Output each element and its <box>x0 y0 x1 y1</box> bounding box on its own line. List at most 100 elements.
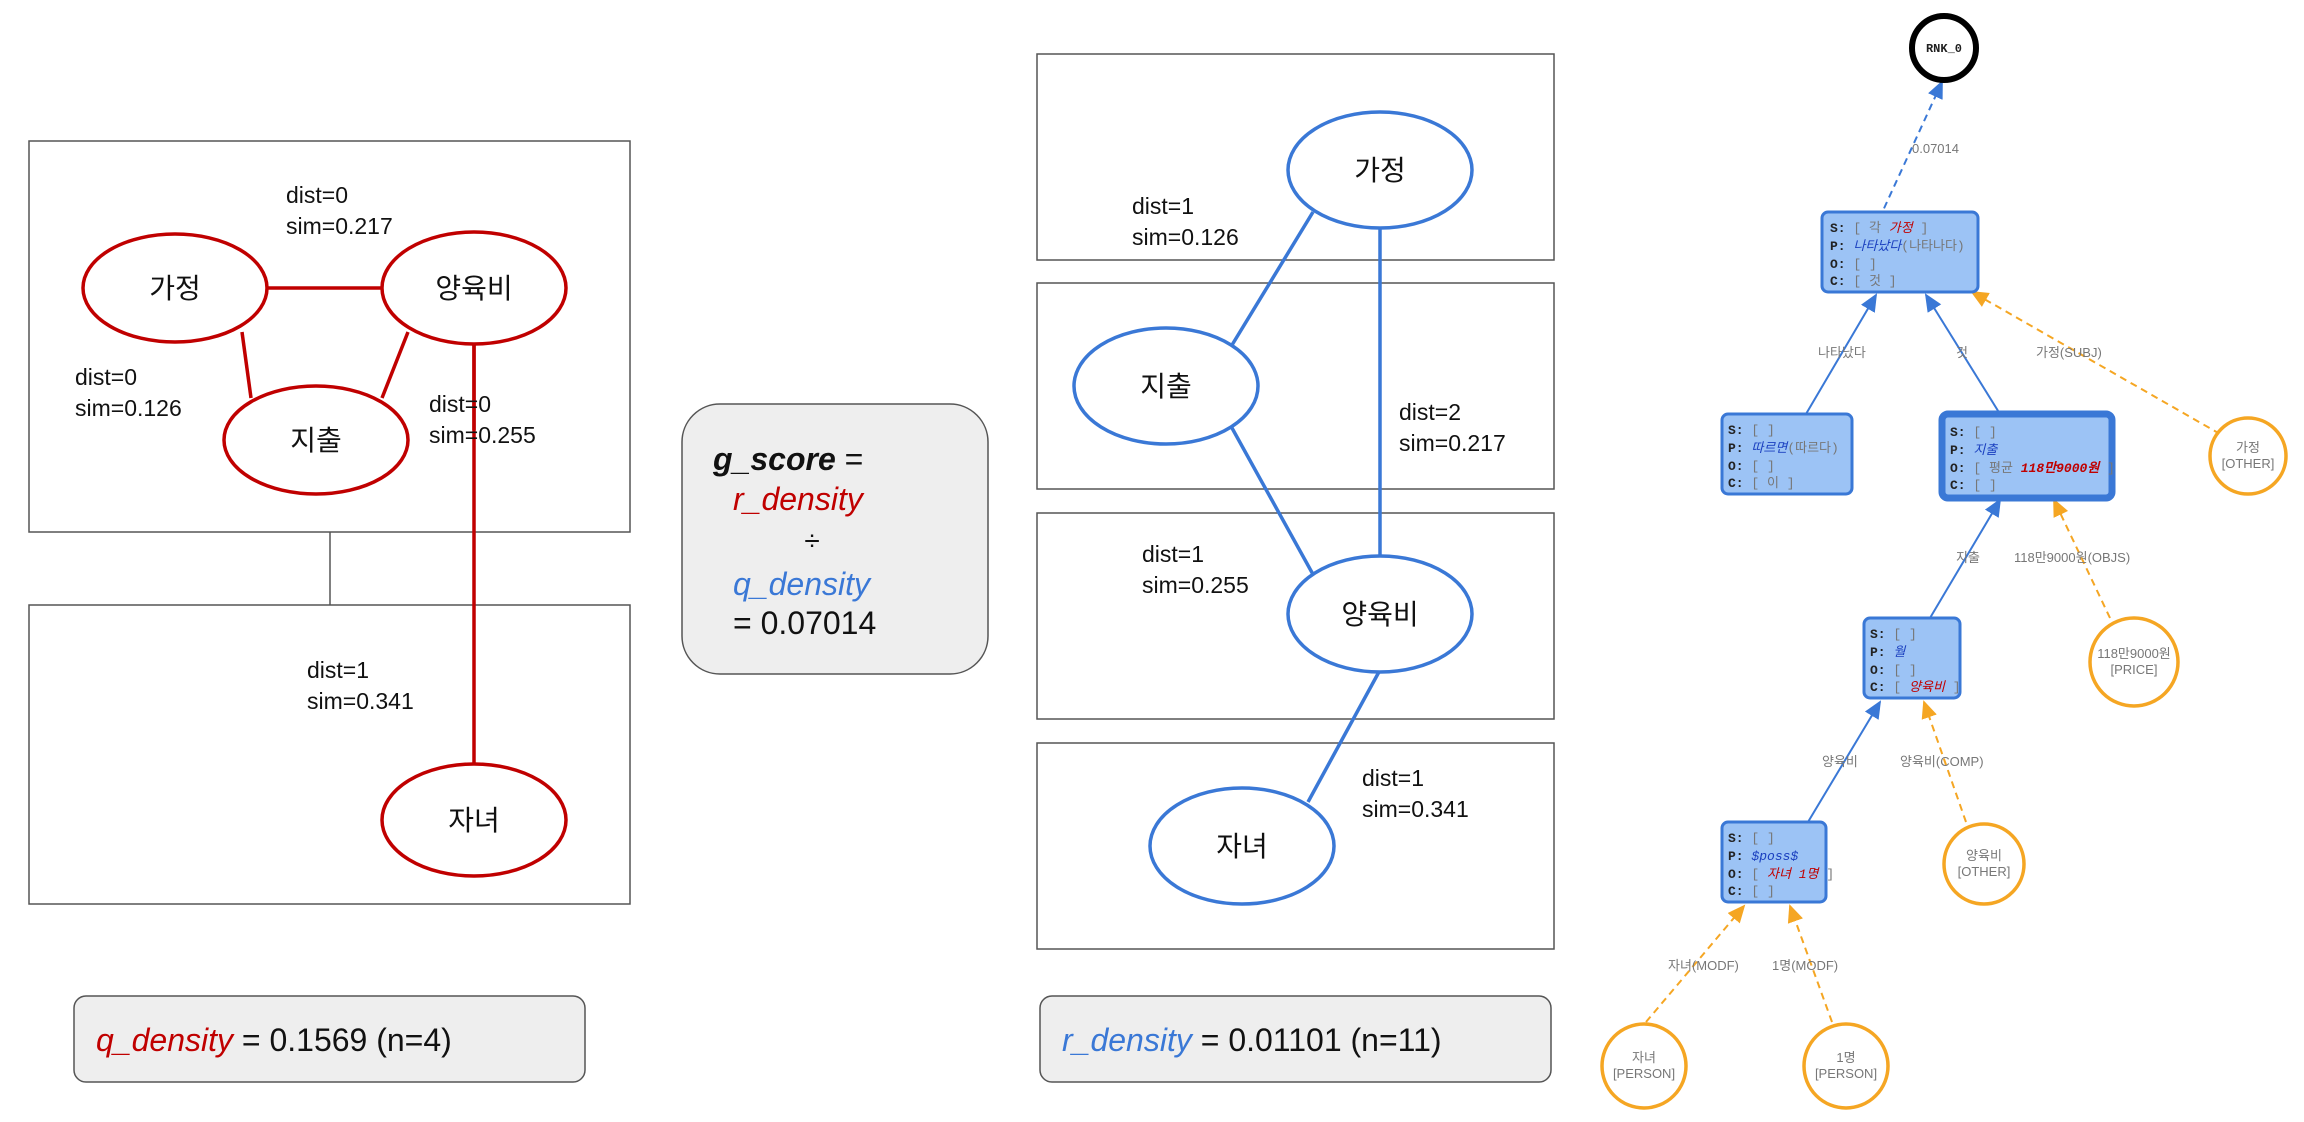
right-box-3 <box>1036 512 1555 720</box>
svg-text:O: [ 평균 118만9000원 ]: O: [ 평균 118만9000원 ] <box>1950 460 2115 476</box>
svg-text:P: 따르면(따르다): P: 따르면(따르다) <box>1728 441 1839 456</box>
right-edge-yangyukbi-janyeo <box>1306 669 1382 803</box>
tree-card-2: S: [ ] P: 따르면(따르다) O: [ ] C: [ 이 ] <box>1720 412 1854 496</box>
root-label: RNK_0 <box>1926 42 1962 56</box>
right-node-gajeong: 가정 <box>1286 110 1474 230</box>
right-edge-gajeong-jichul <box>1230 211 1315 346</box>
entity-janyeo: 자녀 [PERSON] <box>1600 1022 1688 1110</box>
svg-text:S: [ ]: S: [ ] <box>1870 627 1917 642</box>
right-box-1 <box>1036 53 1555 261</box>
formula-divide: ÷ <box>804 525 819 556</box>
left-node-yangyukbi: 양육비 <box>380 230 568 346</box>
tree-edge-label: 가정(SUBJ) <box>2036 345 2102 360</box>
svg-text:[PERSON]: [PERSON] <box>1815 1066 1877 1081</box>
left-node-label: 자녀 <box>448 805 500 836</box>
right-node-label: 지출 <box>1140 371 1192 402</box>
tree-card-4: S: [ ] P: 월 O: [ ] C: [ 양육비 ] <box>1862 616 1962 700</box>
svg-text:자녀: 자녀 <box>1632 1050 1656 1065</box>
tree-edge-label: 양육비(COMP) <box>1900 754 1984 769</box>
svg-text:P: 월: P: 월 <box>1870 645 1906 660</box>
tree-edge-e9 <box>1787 904 1833 1023</box>
g-score-equals: = <box>836 441 864 477</box>
formula-numerator: r_density <box>733 481 865 517</box>
svg-text:q_density = 0.1569 (n=4): q_density = 0.1569 (n=4) <box>96 1022 452 1058</box>
right-node-janyeo: 자녀 <box>1148 786 1336 906</box>
tree-card-5: S: [ ] P: $poss$ O: [ 자녀 1명 ] C: [ ] <box>1720 820 1834 904</box>
svg-text:C: [ ]: C: [ ] <box>1950 478 1997 493</box>
svg-text:P: $poss$: P: $poss$ <box>1728 849 1798 864</box>
entity-price: 118만9000원 [PRICE] <box>2088 616 2180 708</box>
svg-text:[PRICE]: [PRICE] <box>2111 662 2158 677</box>
left-node-label: 가정 <box>149 273 201 304</box>
tree-edge-label: 1명(MODF) <box>1772 958 1838 973</box>
svg-text:C: [ 양육비 ]: C: [ 양육비 ] <box>1870 680 1961 695</box>
svg-text:O: [ ]: O: [ ] <box>1830 257 1877 272</box>
tree-edge-label: 지출 <box>1956 550 1980 565</box>
tree-edge-label: 자녀(MODF) <box>1668 958 1739 973</box>
svg-text:r_density = 0.01101 (n=11): r_density = 0.01101 (n=11) <box>1062 1022 1442 1058</box>
entity-gajeong: 가정 [OTHER] <box>2208 416 2288 496</box>
g-score-label: g_score <box>712 441 836 477</box>
root-edge-label: 0.07014 <box>1912 141 1959 156</box>
left-node-jichul: 지출 <box>222 384 410 496</box>
svg-text:O: [ ]: O: [ ] <box>1870 663 1917 678</box>
svg-text:[OTHER]: [OTHER] <box>2222 456 2275 471</box>
right-node-jichul: 지출 <box>1072 326 1260 446</box>
dependency-tree: RNK_0 0.07014 나타났다 것 가정(SUBJ) 지출 118만900… <box>1600 13 2288 1110</box>
tree-edge-label: 나타났다 <box>1818 345 1866 360</box>
left-edge-jichul-yangyukbi <box>380 331 410 399</box>
q-density-box: q_density = 0.1569 (n=4) <box>73 995 586 1083</box>
tree-edge-e8 <box>1645 904 1746 1023</box>
svg-text:g_score =: g_score = <box>712 441 863 477</box>
tree-edge-label: 것 <box>1956 345 1968 360</box>
left-node-label: 지출 <box>290 425 342 456</box>
tree-edge-e6 <box>1807 700 1882 823</box>
left-node-gajeong: 가정 <box>81 232 269 344</box>
svg-text:O: [ ]: O: [ ] <box>1728 459 1775 474</box>
tree-card-1: S: [ 각 가정 ] P: 나타났다(나타나다) O: [ ] C: [ 것 … <box>1820 210 1980 294</box>
right-node-label: 자녀 <box>1216 831 1268 862</box>
svg-text:C: [ 이 ]: C: [ 이 ] <box>1728 476 1795 491</box>
tree-card-3: S: [ ] P: 지출 O: [ 평균 118만9000원 ] C: [ ] <box>1938 410 2116 502</box>
svg-text:P: 나타났다(나타나다): P: 나타났다(나타나다) <box>1830 239 1965 254</box>
formula-box: g_score = r_density ÷ q_density = 0.0701… <box>681 403 989 675</box>
tree-edge-label: 양육비 <box>1822 754 1858 769</box>
tree-edge-e2 <box>1924 293 2001 415</box>
right-node-yangyukbi: 양육비 <box>1286 554 1474 674</box>
svg-text:S: [ ]: S: [ ] <box>1728 831 1775 846</box>
svg-text:가정: 가정 <box>2236 440 2260 455</box>
q-density-value: = 0.1569 (n=4) <box>242 1022 452 1058</box>
right-box-4 <box>1036 742 1555 950</box>
right-node-label: 양육비 <box>1341 599 1418 630</box>
r-density-value: = 0.01101 (n=11) <box>1201 1022 1442 1058</box>
left-edge-gajeong-jichul <box>240 331 253 399</box>
tree-edge-e5 <box>2053 498 2111 619</box>
formula-result: = 0.07014 <box>733 605 876 641</box>
entity-one: 1명 [PERSON] <box>1802 1022 1890 1110</box>
svg-text:S: [ 각 가정 ]: S: [ 각 가정 ] <box>1830 221 1928 236</box>
right-box-2 <box>1036 282 1555 490</box>
svg-text:양육비: 양육비 <box>1966 848 2002 863</box>
entity-yangyukbi: 양육비 [OTHER] <box>1942 822 2026 906</box>
svg-text:S: [ ]: S: [ ] <box>1950 425 1997 440</box>
left-node-label: 양육비 <box>435 273 512 304</box>
svg-text:P: 지출: P: 지출 <box>1950 443 1998 458</box>
svg-text:S: [ ]: S: [ ] <box>1728 423 1775 438</box>
svg-text:[OTHER]: [OTHER] <box>1958 864 2011 879</box>
tree-root-node: RNK_0 <box>1909 13 1979 83</box>
formula-denominator: q_density <box>733 566 872 602</box>
r-density-box: r_density = 0.01101 (n=11) <box>1039 995 1552 1083</box>
r-density-name: r_density <box>1062 1022 1194 1058</box>
left-node-janyeo: 자녀 <box>380 762 568 878</box>
tree-edge-e1 <box>1805 293 1878 415</box>
tree-edge-e4 <box>1929 498 2002 619</box>
tree-edge-label: 118만9000원(OBJS) <box>2014 550 2130 565</box>
